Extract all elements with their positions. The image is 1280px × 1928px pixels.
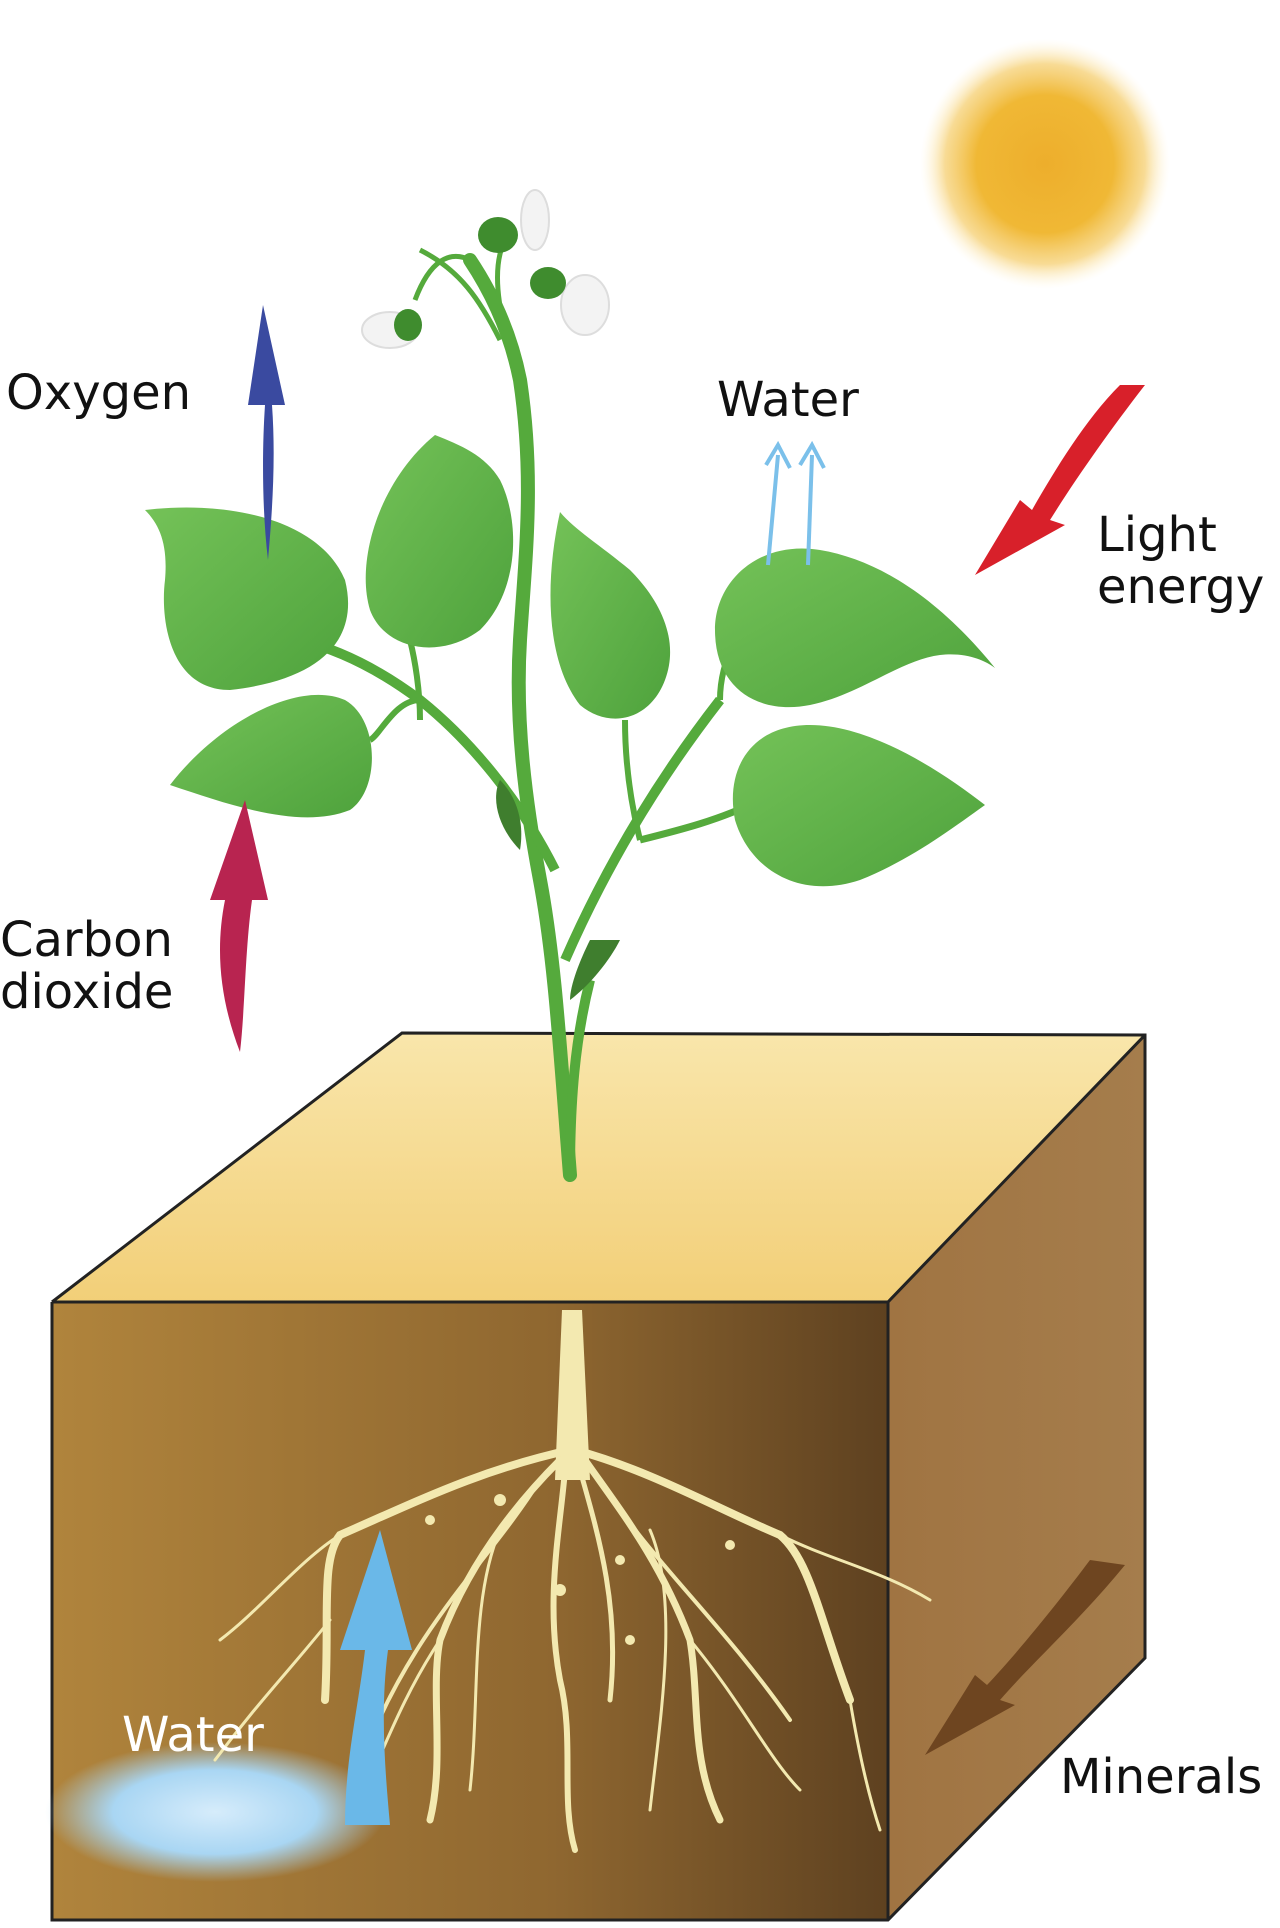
transpiration-arrows (764, 440, 826, 566)
roots-icon (213, 1310, 932, 1853)
sun-icon (920, 39, 1170, 289)
light-energy-arrow (975, 385, 1145, 575)
root-water-arrow (340, 1530, 412, 1825)
carbon-dioxide-arrow (210, 800, 268, 1052)
carbon-dioxide-label-line2: dioxide (0, 964, 174, 1020)
water-pool-icon (45, 1742, 385, 1882)
water-top-label: Water (717, 372, 859, 428)
oxygen-arrow (248, 305, 285, 560)
minerals-arrow (925, 1560, 1125, 1755)
light-energy-label-line2: energy (1097, 559, 1265, 615)
water-bottom-label: Water (122, 1707, 264, 1763)
minerals-label: Minerals (1060, 1749, 1263, 1805)
carbon-dioxide-label-line1: Carbon (0, 912, 173, 968)
plant-icon (145, 189, 995, 1182)
light-energy-label-line1: Light (1097, 507, 1217, 563)
oxygen-label: Oxygen (6, 365, 192, 421)
